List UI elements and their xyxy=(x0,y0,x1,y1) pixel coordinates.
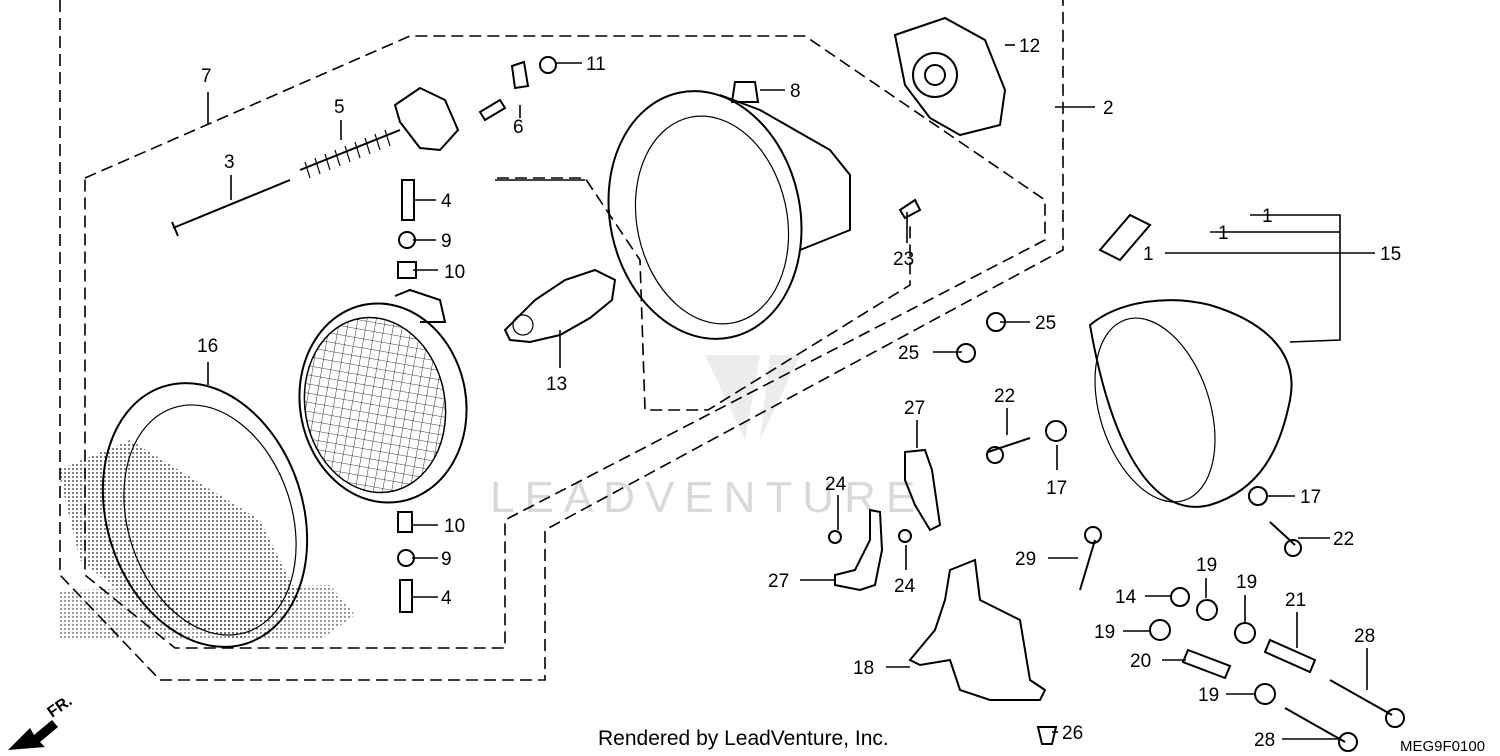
label-19-d: 19 xyxy=(1198,685,1219,706)
label-16: 16 xyxy=(197,336,218,357)
label-24-left: 24 xyxy=(825,474,847,495)
label-1-bottom: 1 xyxy=(1143,244,1154,265)
label-7: 7 xyxy=(201,66,212,87)
label-1-top: 1 xyxy=(1262,206,1273,227)
adjuster-bolt xyxy=(171,179,291,237)
label-12: 12 xyxy=(1019,36,1040,57)
brand-logo-watermark xyxy=(58,440,355,640)
headlight-case xyxy=(607,90,851,340)
label-19-b: 19 xyxy=(1236,572,1257,593)
label-9-bottom: 9 xyxy=(441,549,452,570)
callout-labels: 7 3 5 4 9 10 6 11 8 12 2 23 16 13 10 9 4… xyxy=(197,36,1401,751)
label-17-right: 17 xyxy=(1300,487,1321,508)
small-hardware xyxy=(397,56,1405,752)
direction-label: FR. xyxy=(45,693,76,722)
headlight-unit xyxy=(298,288,468,504)
label-4-bottom: 4 xyxy=(441,588,452,609)
label-28-top: 28 xyxy=(1354,626,1375,647)
label-25-right: 25 xyxy=(1035,313,1056,334)
watermark: LEADVENTURE xyxy=(490,355,925,522)
label-14: 14 xyxy=(1115,587,1137,608)
label-27-top: 27 xyxy=(904,398,925,419)
rear-cover xyxy=(893,16,1007,137)
label-3: 3 xyxy=(224,152,235,173)
adjuster-spring xyxy=(299,129,401,179)
svg-text:LEADVENTURE: LEADVENTURE xyxy=(490,473,925,522)
footer-rendered-by: Rendered by LeadVenture, Inc. xyxy=(598,727,889,750)
clamps xyxy=(834,448,942,592)
diagram-code: MEG9F0100 xyxy=(1400,738,1485,755)
label-22-right: 22 xyxy=(1333,529,1354,550)
headlight-shell xyxy=(1088,299,1293,508)
label-1-middle: 1 xyxy=(1218,223,1229,244)
front-direction-arrow: FR. xyxy=(8,693,75,750)
label-4-top: 4 xyxy=(441,191,452,212)
adjuster-bracket xyxy=(393,86,460,152)
label-6: 6 xyxy=(513,117,524,138)
label-9-top: 9 xyxy=(441,231,452,252)
label-26: 26 xyxy=(1062,723,1083,744)
label-22-top: 22 xyxy=(994,386,1015,407)
label-18: 18 xyxy=(853,658,874,679)
label-19-a: 19 xyxy=(1196,555,1217,576)
label-10-top: 10 xyxy=(444,262,465,283)
label-17-left: 17 xyxy=(1046,478,1067,499)
assembly-outlines xyxy=(59,0,1064,681)
bulb xyxy=(503,268,617,344)
label-29: 29 xyxy=(1015,549,1036,570)
label-24-right: 24 xyxy=(894,576,916,597)
label-20: 20 xyxy=(1130,651,1151,672)
label-2: 2 xyxy=(1103,98,1114,119)
label-21: 21 xyxy=(1285,590,1306,611)
label-27-bottom: 27 xyxy=(768,571,789,592)
label-25-left: 25 xyxy=(898,343,919,364)
label-13: 13 xyxy=(546,374,567,395)
label-5: 5 xyxy=(334,97,345,118)
label-11: 11 xyxy=(586,54,606,75)
leader-lines xyxy=(207,44,1375,740)
mounting-bracket xyxy=(908,558,1047,701)
label-19-c: 19 xyxy=(1094,622,1115,643)
label-8: 8 xyxy=(790,81,801,102)
label-28-bottom: 28 xyxy=(1254,730,1275,751)
headlight-rim xyxy=(101,382,309,648)
label-15: 15 xyxy=(1380,244,1401,265)
label-10-bottom: 10 xyxy=(444,516,465,537)
label-23: 23 xyxy=(893,249,914,270)
